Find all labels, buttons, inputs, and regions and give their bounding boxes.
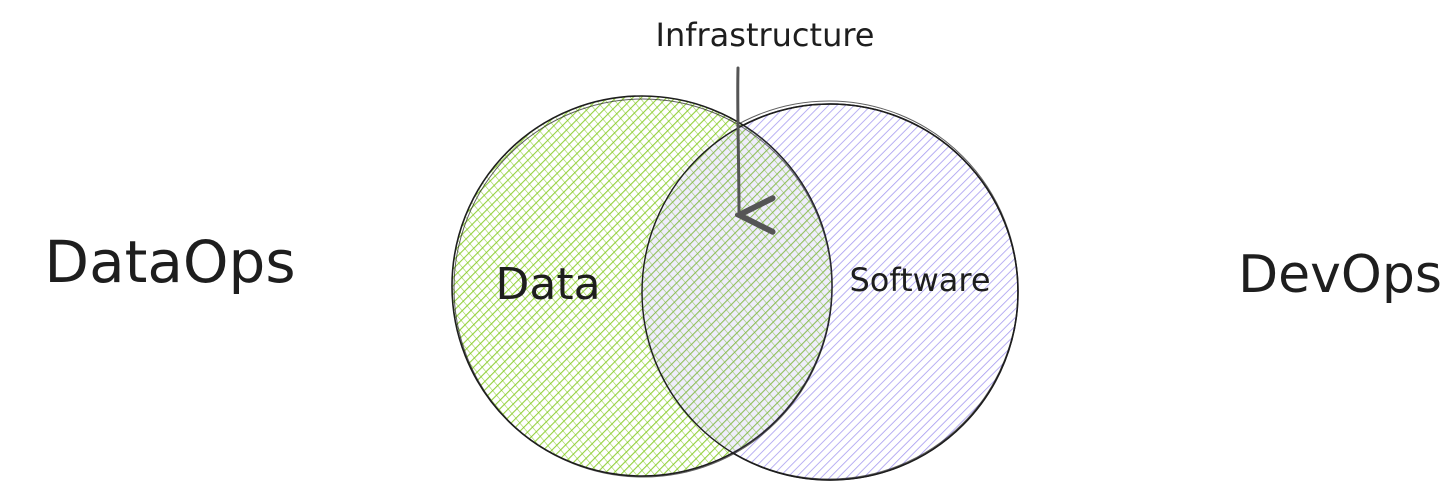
- dataops-label: DataOps: [44, 228, 295, 296]
- data-circle-label: Data: [495, 259, 600, 310]
- overlap-region: [642, 104, 832, 476]
- infrastructure-arrow: [738, 66, 739, 215]
- devops-label: DevOps: [1238, 245, 1442, 305]
- infrastructure-label: Infrastructure: [656, 16, 875, 54]
- software-circle-label: Software: [849, 261, 990, 299]
